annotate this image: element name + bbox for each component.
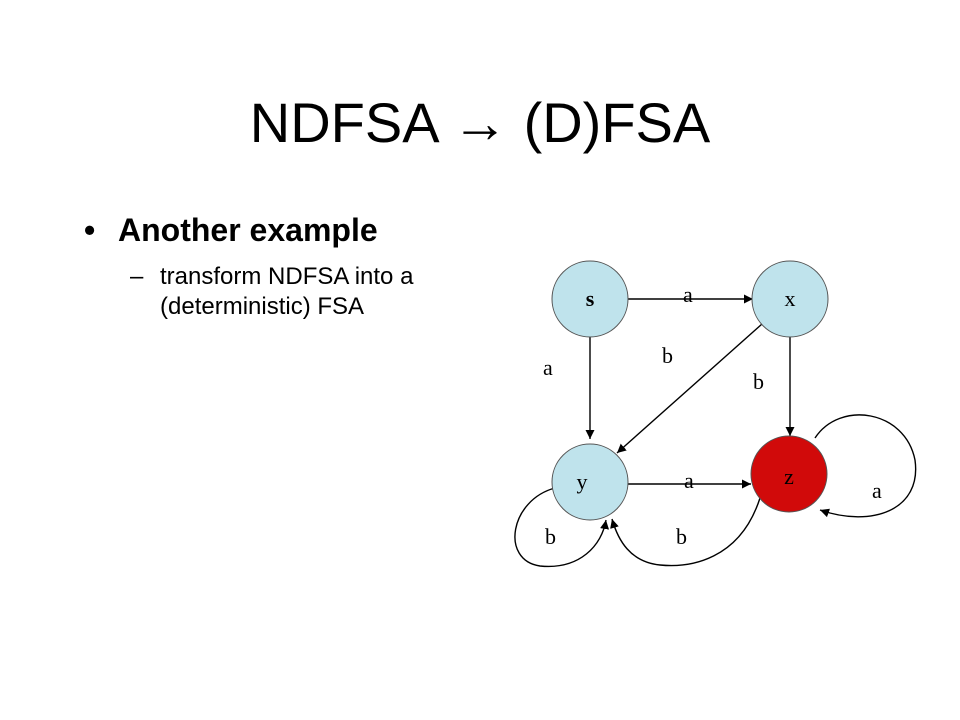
transition-label-s-x: a xyxy=(683,282,693,307)
sub-bullet-line-2: (deterministic) FSA xyxy=(160,293,365,320)
state-label-x: x xyxy=(785,286,796,311)
transition-label-x-y: b xyxy=(662,343,673,368)
transition-label-x-z: b xyxy=(753,369,764,394)
sub-bullet-line-1: transform NDFSA into a xyxy=(160,263,414,290)
state-y: y xyxy=(551,443,629,521)
transition-label-z-z: a xyxy=(872,478,882,503)
state-label-s: s xyxy=(586,286,595,311)
transition-label-y-z: a xyxy=(684,468,694,493)
state-circle-x xyxy=(751,260,829,338)
transition-label-s-y: a xyxy=(543,355,553,380)
state-label-y: y xyxy=(577,469,588,494)
transition-label-y-y: b xyxy=(545,524,556,549)
transition-label-z-y: b xyxy=(676,524,687,549)
bullet-text: Another example xyxy=(118,212,378,248)
state-circle-y xyxy=(551,443,629,521)
state-label-z: z xyxy=(784,464,794,489)
transition-y-y xyxy=(514,487,610,568)
transition-z-y xyxy=(610,497,761,567)
state-circle-s xyxy=(551,260,629,338)
bullet-marker: • xyxy=(84,212,96,248)
transition-z-z xyxy=(814,414,917,518)
state-circle-z xyxy=(750,435,828,513)
state-z: z xyxy=(750,435,828,513)
state-s: s xyxy=(551,260,629,338)
slide-title: NDFSA → (D)FSA xyxy=(249,91,711,154)
sub-bullet-marker: – xyxy=(130,263,144,290)
state-x: x xyxy=(751,260,829,338)
transition-x-y xyxy=(616,323,763,454)
